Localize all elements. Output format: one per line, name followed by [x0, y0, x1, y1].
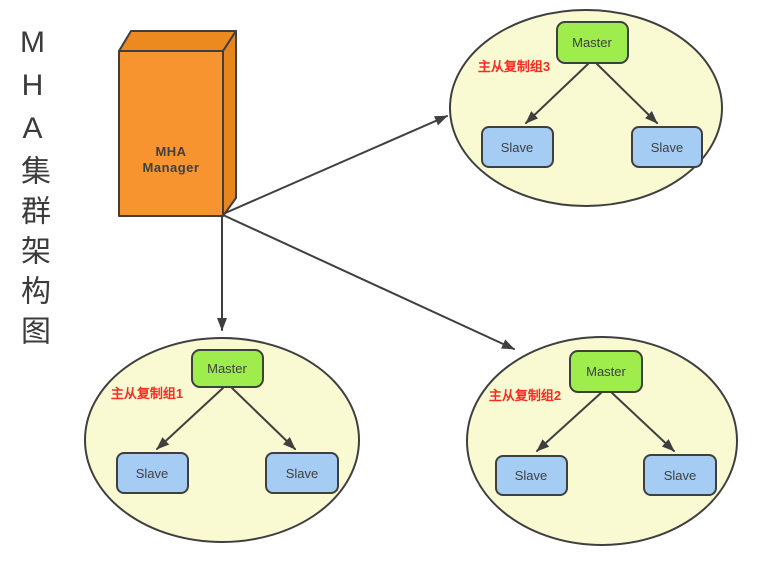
- slave-node: Slave: [481, 126, 554, 168]
- slave-box: [495, 455, 568, 496]
- diagram-title: MHA集群架构图: [16, 26, 49, 355]
- manager-box-front-face: [118, 50, 224, 217]
- slave-node: Slave: [643, 454, 717, 496]
- slave-box: [481, 126, 554, 168]
- manager-label-line2: Manager: [143, 160, 200, 175]
- manager-label-line1: MHA: [155, 144, 186, 159]
- group-label: 主从复制组3: [478, 59, 550, 74]
- master-label: Master: [572, 35, 612, 50]
- arrow-master-to-slave: [231, 387, 296, 450]
- arrow-master-to-slave: [536, 391, 603, 452]
- group-label: 主从复制组2: [489, 388, 561, 403]
- arrow-master-to-slave: [525, 63, 589, 124]
- replication-group-2: 主从复制组2 Master Slave Slave: [466, 336, 738, 546]
- group-label: 主从复制组1: [111, 386, 183, 401]
- slave-label: Slave: [664, 468, 697, 483]
- master-node: Master: [569, 350, 643, 393]
- master-node: Master: [191, 349, 264, 388]
- arrow-master-to-slave: [156, 387, 224, 450]
- arrow-master-to-slave: [596, 63, 658, 124]
- master-box: [556, 21, 629, 64]
- replication-group-1: 主从复制组1 Master Slave Slave: [84, 337, 360, 543]
- manager-box-side-face: [222, 30, 237, 217]
- slave-node: Slave: [495, 455, 568, 496]
- slave-box: [116, 452, 189, 494]
- arrow-manager-to-group3: [222, 115, 448, 215]
- slave-label: Slave: [515, 468, 548, 483]
- arrow-master-to-slave: [610, 391, 675, 452]
- mha-manager-node: MHA Manager: [118, 30, 237, 217]
- master-label: Master: [586, 364, 626, 379]
- slave-box: [631, 126, 703, 168]
- slave-label: Slave: [501, 140, 534, 155]
- master-label: Master: [207, 361, 247, 376]
- slave-box: [643, 454, 717, 496]
- slave-box: [265, 452, 339, 494]
- manager-box-top-face: [118, 30, 237, 52]
- slave-label: Slave: [651, 140, 684, 155]
- master-node: Master: [556, 21, 629, 64]
- master-box: [569, 350, 643, 393]
- slave-node: Slave: [116, 452, 189, 494]
- slave-label: Slave: [286, 466, 319, 481]
- slave-node: Slave: [265, 452, 339, 494]
- slave-label: Slave: [136, 466, 169, 481]
- replication-group-3: 主从复制组3 Master Slave Slave: [449, 9, 723, 207]
- master-box: [191, 349, 264, 388]
- manager-arrows: [217, 115, 515, 350]
- arrow-manager-to-group2: [222, 214, 515, 350]
- slave-node: Slave: [631, 126, 703, 168]
